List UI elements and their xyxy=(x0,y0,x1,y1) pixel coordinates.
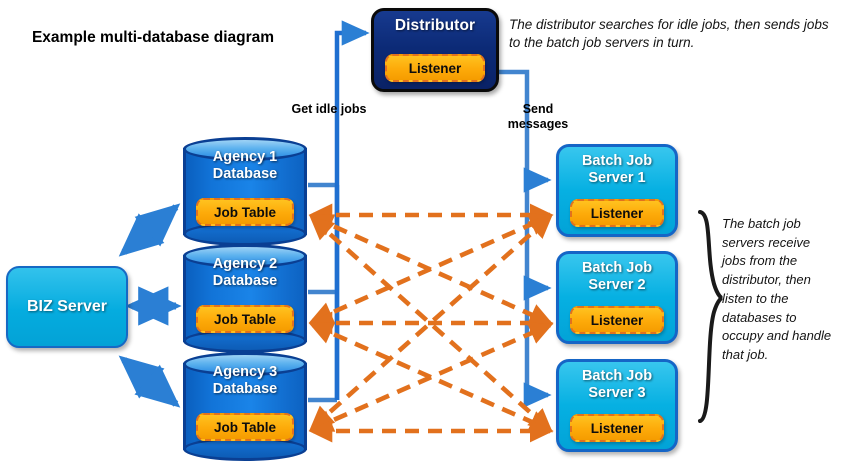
database-label-agency-2: Agency 2 Database xyxy=(212,256,278,290)
biz-server-label: BIZ Server xyxy=(26,298,108,315)
job-table-chip-agency-2[interactable]: Job Table xyxy=(196,305,294,333)
page-title: Example multi-database diagram xyxy=(31,29,275,46)
job-table-chip-agency-1[interactable]: Job Table xyxy=(196,198,294,226)
distributor-note: The distributor searches for idle jobs, … xyxy=(509,17,829,50)
arrow-biz-agency3 xyxy=(118,355,181,408)
arrow-biz-agency1 xyxy=(118,203,181,257)
batch-job-server-node-2[interactable]: Batch Job Server 2 Listener xyxy=(556,251,678,344)
database-node-agency-1[interactable]: Agency 1 Database Job Table xyxy=(183,137,307,246)
database-label-agency-1: Agency 1 Database xyxy=(212,149,278,183)
cylinder-top xyxy=(183,244,307,268)
job-table-chip-agency-3[interactable]: Job Table xyxy=(196,413,294,441)
label-get-idle-jobs: Get idle jobs xyxy=(291,102,367,116)
batch-job-server-label-3: Batch Job Server 3 xyxy=(581,368,653,401)
biz-server-node[interactable]: BIZ Server xyxy=(6,266,128,348)
database-label-agency-3: Agency 3 Database xyxy=(212,364,278,398)
distributor-label: Distributor xyxy=(394,17,476,34)
biz-to-database-arrows xyxy=(118,203,182,408)
database-node-agency-3[interactable]: Agency 3 Database Job Table xyxy=(183,352,307,461)
distributor-listener-chip[interactable]: Listener xyxy=(385,54,485,82)
batch-servers-note: The batch job servers receive jobs from … xyxy=(722,216,832,363)
batch-job-server-node-3[interactable]: Batch Job Server 3 Listener xyxy=(556,359,678,452)
distributor-node[interactable]: Distributor Listener xyxy=(371,8,499,92)
database-node-agency-2[interactable]: Agency 2 Database Job Table xyxy=(183,244,307,353)
listener-chip-bjs-3[interactable]: Listener xyxy=(570,414,664,442)
listener-chip-bjs-2[interactable]: Listener xyxy=(570,306,664,334)
batch-job-server-label-2: Batch Job Server 2 xyxy=(581,260,653,293)
label-send-messages: Send messages xyxy=(507,102,569,132)
batch-job-server-node-1[interactable]: Batch Job Server 1 Listener xyxy=(556,144,678,237)
cylinder-top xyxy=(183,137,307,161)
job-table-listener-mesh xyxy=(308,203,554,443)
listener-chip-bjs-1[interactable]: Listener xyxy=(570,199,664,227)
link-db3-bjs2 xyxy=(308,322,554,432)
batch-servers-brace xyxy=(698,210,723,423)
cylinder-top xyxy=(183,352,307,376)
batch-job-server-label-1: Batch Job Server 1 xyxy=(581,153,653,186)
